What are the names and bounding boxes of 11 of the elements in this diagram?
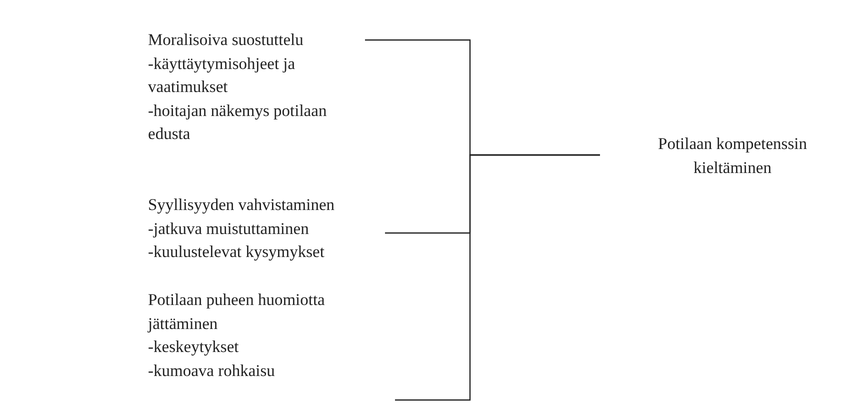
list-item-text: -kumoava rohkaisu [148,360,276,382]
list-item-text: -jatkuva muistuttaminen [148,218,310,240]
result-text: Potilaan kompetenssin kieltäminen [657,133,808,178]
heading-text: Moralisoiva suostuttelu [148,29,304,51]
list-item-text: -käyttäytymisohjeet ja vaatimukset [148,52,296,98]
list-item-text: -keskeytykset [148,336,240,358]
heading-text: Syyllisyyden vahvistaminen [148,194,336,216]
list-item-text: -kuulustelevat kysymykset [148,241,326,263]
bracket-connector [395,154,600,401]
list-item-text: -hoitajan näkemys potilaan edusta [148,100,328,145]
heading-text: Potilaan puheen huomiotta jättäminen [148,289,326,334]
